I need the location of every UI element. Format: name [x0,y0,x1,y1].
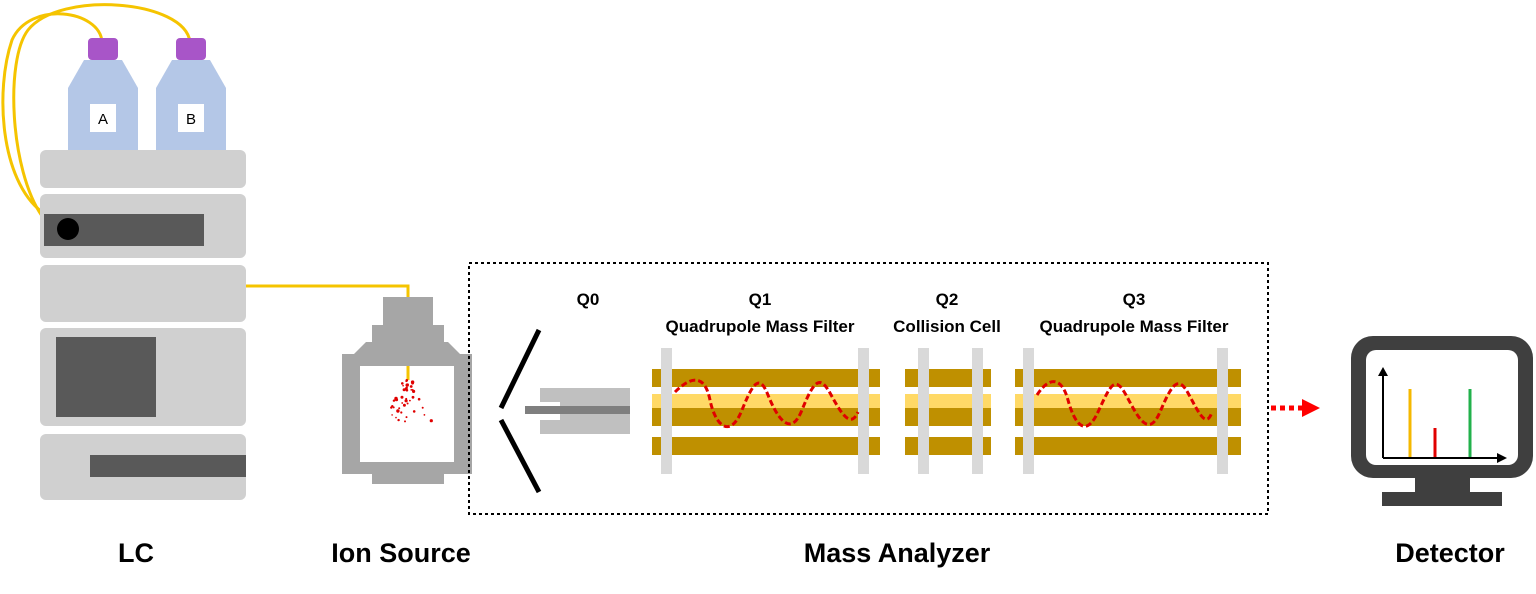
q1-label: Q1 [749,290,772,309]
spray-droplet [406,402,409,405]
spray-droplet [404,420,406,423]
lc-label: LC [118,538,154,568]
q0-ion-guide [525,388,630,434]
spray-droplet [398,407,401,410]
spray-droplet [417,397,421,401]
spray-droplet [396,409,400,413]
spray-droplet [412,382,414,385]
spray-droplet [395,416,397,419]
lc-instrument: A B LC [1,3,246,568]
spray-droplet [401,382,404,385]
skimmer-cone-lower [498,418,542,494]
q1-ion-trajectory [673,378,860,428]
spray-droplet [402,388,406,392]
spray-droplet [397,418,400,422]
spray-droplet [391,414,393,416]
spray-droplet [400,411,403,414]
ion-source: Ion Source [331,297,472,568]
tubing-bottle-b [12,3,192,217]
q1-description: Quadrupole Mass Filter [666,317,855,336]
mass-analyzer-box [468,262,1269,515]
mass-analyzer-label: Mass Analyzer [804,538,991,568]
spray-droplet [405,379,409,382]
detector-label: Detector [1395,538,1505,568]
spray-droplet [393,399,396,402]
lc-autosampler-module [40,265,246,322]
q2-collision-cell [905,348,991,474]
q3-label: Q3 [1123,290,1146,309]
spray-droplet [409,399,411,402]
detector: Detector [1351,336,1533,568]
ion-source-label: Ion Source [331,538,471,568]
spray-droplet [411,395,415,399]
spray-droplet [400,395,404,399]
bottle-a-label: A [98,111,108,128]
monitor-screen [1366,350,1518,465]
q1-quadrupole [652,348,880,474]
spray-droplet [423,414,426,416]
q0-label: Q0 [577,290,600,309]
spray-droplet [406,383,409,386]
solvent-bottle-a: A [68,38,138,152]
spray-droplet [421,406,424,409]
q2-label: Q2 [936,290,959,309]
spray-droplet [395,398,399,402]
spray-droplet [404,399,408,403]
spray-droplet [402,403,406,407]
spray-droplet [401,402,404,404]
spray-droplet [405,416,408,419]
spray-droplet [391,405,394,408]
ion-spray [390,379,433,423]
skimmer-cone-upper [498,328,542,410]
spray-droplet [410,389,413,391]
bottle-b-label: B [186,111,196,128]
solvent-bottle-b: B [156,38,226,152]
spray-droplet [402,384,404,387]
arrow-to-detector [1271,399,1320,417]
tubing-bottle-a [1,12,104,214]
spray-droplet [412,410,416,413]
monitor-stand [1382,478,1502,506]
q3-description: Quadrupole Mass Filter [1040,317,1229,336]
spray-droplet [409,385,413,388]
injector-knob [57,218,79,240]
q2-description: Collision Cell [893,317,1001,336]
spray-droplet [405,397,408,400]
mass-analyzer: Q0 Q1 Quadrupole Mass Filter Q2 Collisio… [468,262,1269,568]
lc-tray [40,150,246,188]
q3-quadrupole [1015,348,1241,474]
q3-ion-trajectory [1035,380,1214,428]
spray-droplet [412,389,416,393]
spray-droplet [429,419,433,423]
